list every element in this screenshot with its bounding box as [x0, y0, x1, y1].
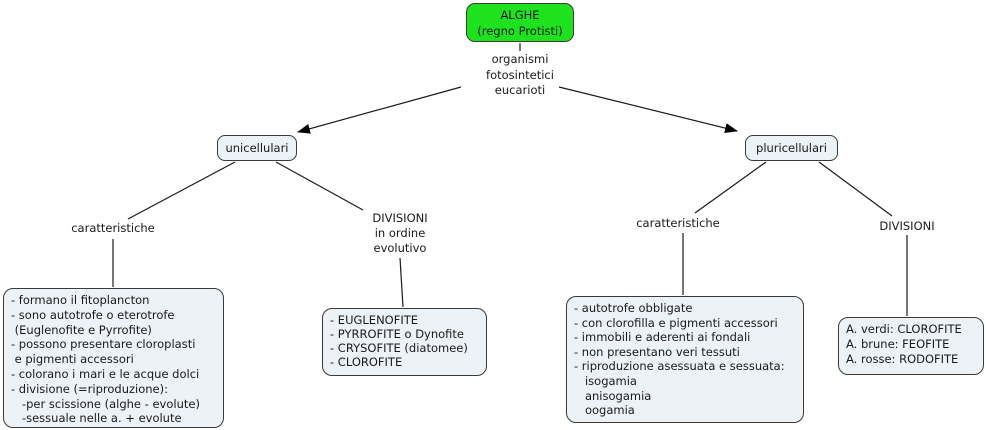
node-unicellulari-caratteristiche-list[interactable]: - formano il fitoplancton - sono autotro…: [3, 288, 224, 428]
node-unicellulari[interactable]: unicellulari: [217, 135, 297, 161]
edge-divisioni-unibox: [399, 257, 404, 308]
edge-unicellulari-caratteristiche: [127, 161, 236, 220]
node-pluricellulari-caratteristiche-list[interactable]: - autotrofe obbligate - con clorofilla e…: [566, 296, 804, 423]
edge-definition-unicellulari: [297, 86, 462, 134]
edge-pluricellulari-caratteristiche: [694, 161, 767, 214]
linking-phrase-pluri-divisioni[interactable]: DIVISIONI: [879, 219, 935, 233]
node-pluricellulari-divisioni-list[interactable]: A. verdi: CLOROFITE A. brune: FEOFITE A.…: [838, 317, 984, 375]
linking-phrase-uni-divisioni[interactable]: DIVISIONI in ordine evolutivo: [372, 211, 428, 255]
edge-unicellulari-divisioni: [275, 161, 364, 211]
edge-pluricellulari-divisioni: [818, 161, 893, 217]
linking-phrase-pluri-caratteristiche[interactable]: caratteristiche: [636, 216, 720, 230]
linking-phrase-definition[interactable]: organismi fotosintetici eucarioti: [486, 52, 554, 97]
node-unicellulari-divisioni-list[interactable]: - EUGLENOFITE - PYRROFITE o Dynofite - C…: [322, 308, 487, 376]
node-alghe-root[interactable]: ALGHE (regno Protisti): [466, 3, 574, 42]
node-pluricellulari[interactable]: pluricellulari: [745, 135, 838, 161]
linking-phrase-uni-caratteristiche[interactable]: caratteristiche: [71, 221, 155, 235]
